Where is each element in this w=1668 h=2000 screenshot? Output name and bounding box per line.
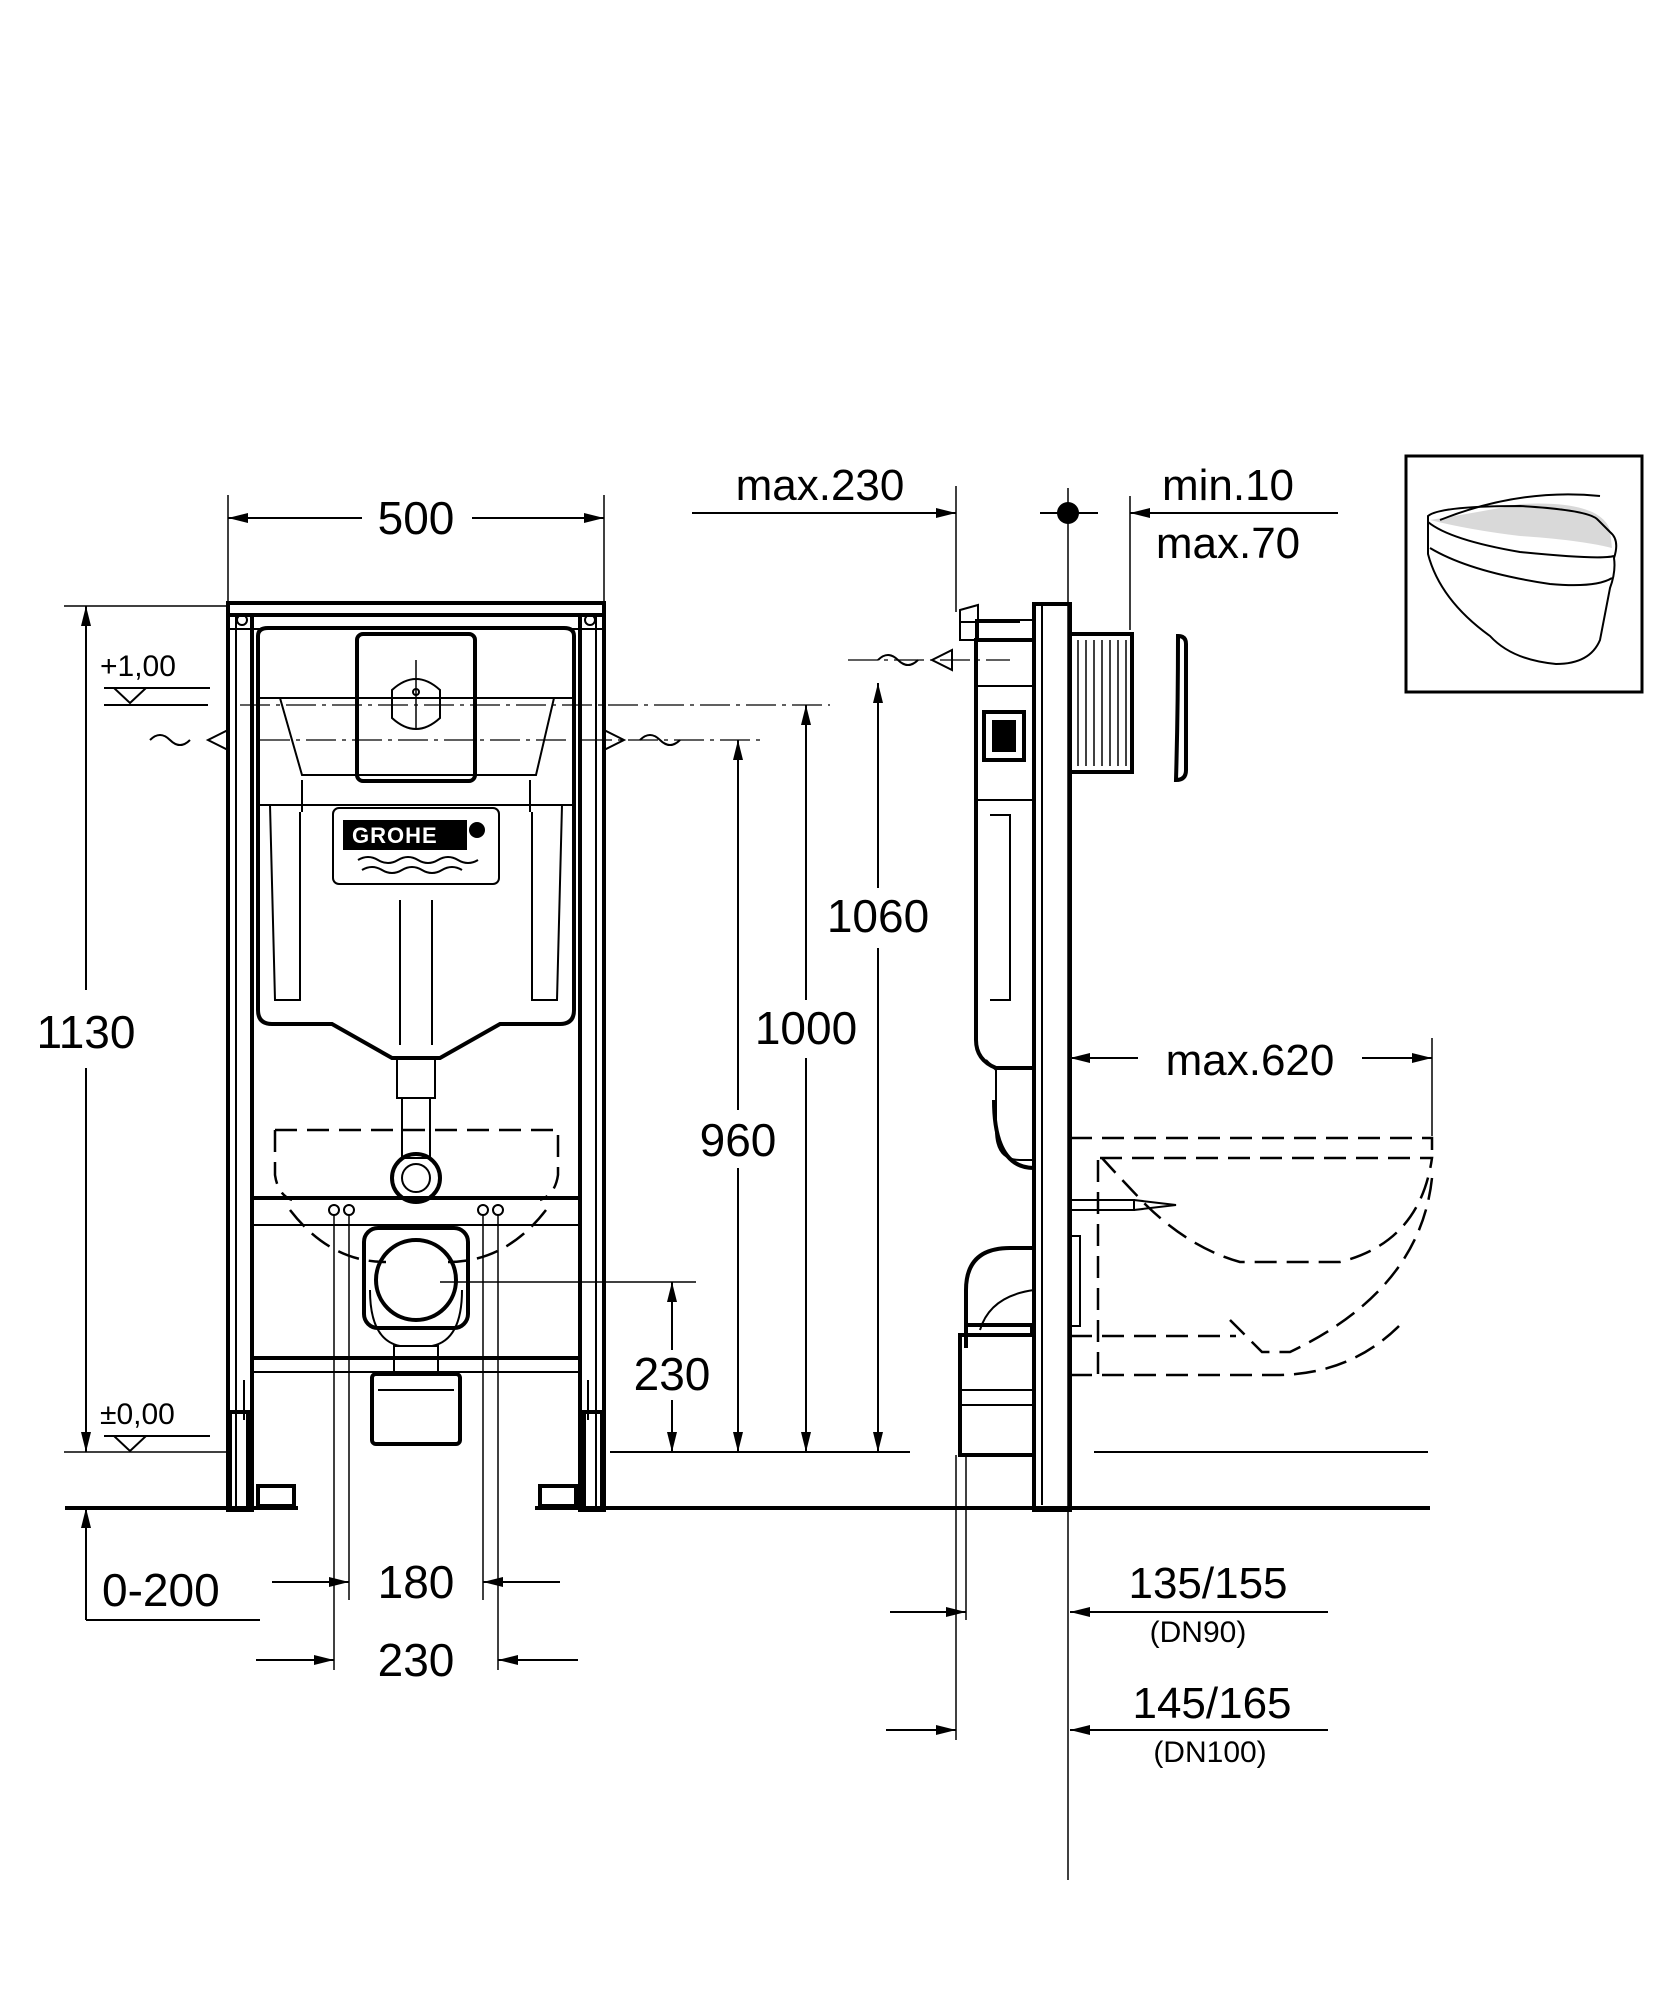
- level-bottom: ±0,00: [100, 1398, 175, 1431]
- dim-1000: 1000: [755, 1002, 857, 1054]
- dim-outlet-height: 230: [634, 1348, 711, 1400]
- level-top: +1,00: [100, 650, 176, 683]
- dim-bolt-outer: 230: [378, 1634, 455, 1686]
- front-dimensions: 500 1130 +1,00 ±0,00 1060 1000 960: [37, 492, 930, 1686]
- side-dimensions: max.230 min.10 max.70 max.620 135/155 (D…: [692, 461, 1433, 1769]
- dim-depth-dn100: 145/165: [1132, 1679, 1291, 1728]
- wall-hung-toilet-icon: [1427, 493, 1618, 666]
- dim-bolt-inner: 180: [378, 1556, 455, 1608]
- dim-width: 500: [378, 492, 455, 544]
- dim-960: 960: [700, 1114, 777, 1166]
- dim-inlet-offset: max.230: [736, 461, 905, 510]
- dim-wall-min: min.10: [1162, 461, 1294, 510]
- cistern: GROHE: [149, 626, 681, 1446]
- dim-height: 1130: [37, 1006, 136, 1058]
- side-view: [848, 488, 1434, 1880]
- dim-1060: 1060: [827, 890, 929, 942]
- toilet-thumbnail: [1404, 454, 1644, 694]
- label-dn100: (DN100): [1153, 1736, 1266, 1769]
- dim-bowl-projection: max.620: [1166, 1036, 1335, 1085]
- dim-floor-adjust: 0-200: [102, 1564, 220, 1616]
- grohe-logo-text: GROHE: [352, 823, 438, 848]
- label-dn90: (DN90): [1150, 1616, 1247, 1649]
- floor-lines: [65, 1451, 1430, 1510]
- front-view-frame: [226, 601, 606, 1512]
- dim-wall-max: max.70: [1156, 519, 1300, 568]
- dim-depth-dn90: 135/155: [1128, 1559, 1287, 1608]
